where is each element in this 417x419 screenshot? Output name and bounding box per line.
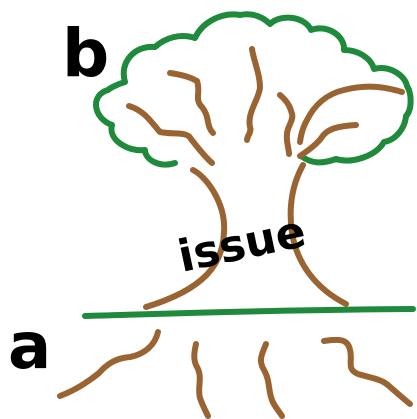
ground-label: a	[8, 310, 51, 384]
canopy-label: b	[62, 15, 109, 92]
